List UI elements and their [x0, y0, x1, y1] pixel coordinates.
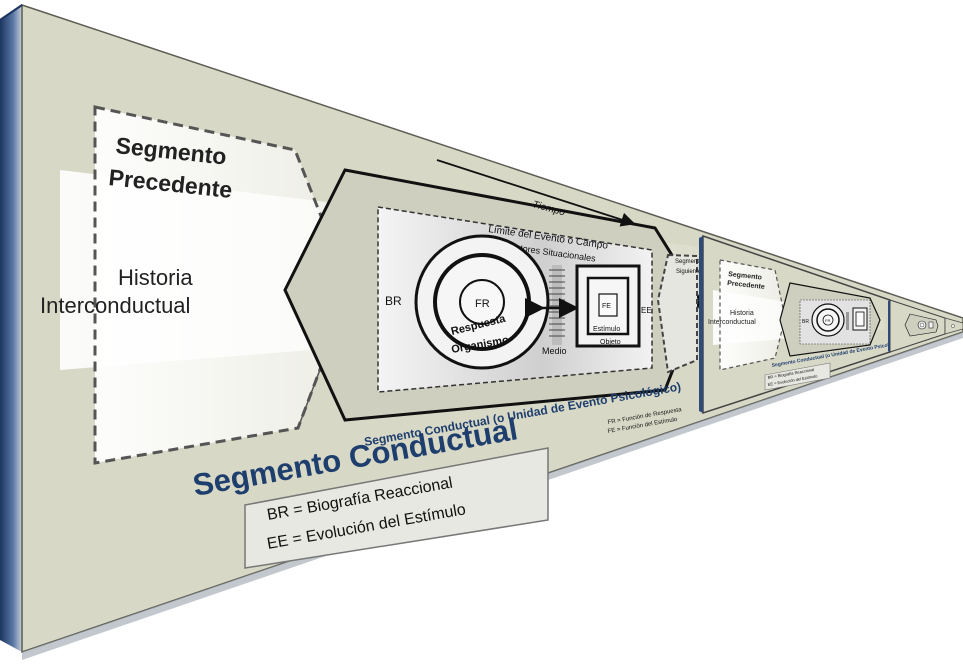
- tiempo-arrow: [436, 159, 636, 227]
- ee-label: EE: [641, 306, 652, 315]
- nested-2-medio: [846, 312, 849, 330]
- nested-2-historia-line2: Interconductual: [708, 319, 756, 326]
- historia-line1: Historia: [118, 265, 193, 290]
- nested-2-precedente-line1: Segmento: [728, 271, 762, 281]
- fe-label: FE: [602, 303, 611, 310]
- nested-panel-2-side: [699, 236, 703, 413]
- medio-column: [552, 265, 562, 345]
- nested-2-fr-label: FR: [825, 318, 830, 323]
- estimulo-label: Estímulo: [593, 326, 620, 333]
- fr-circle: [459, 279, 505, 325]
- nested-2-historia-line1: Historia: [730, 310, 754, 317]
- fe-square: [598, 293, 618, 317]
- fr-label: FR: [475, 298, 490, 310]
- historia-line2: Interconductual: [40, 293, 190, 318]
- nested-2-estimulo: [855, 311, 865, 327]
- nested-2-fr: [822, 314, 834, 326]
- segmento-siguiente-line1: Segmento: [675, 259, 703, 265]
- wedge-side-face: [0, 5, 22, 652]
- segmento-precedente-hexagon: [93, 105, 352, 465]
- nested-panel-3-side: [888, 300, 890, 352]
- segmento-siguiente-line2: Siguiente: [676, 269, 702, 275]
- nested-2-precedente-line2: Precedente: [727, 280, 765, 291]
- nested-4-organismo: [951, 324, 955, 328]
- nested-2-br-label: BR: [802, 319, 809, 325]
- nested-3-respuesta: [919, 322, 925, 328]
- legend-box: [244, 447, 549, 569]
- objeto-label: Objeto: [600, 339, 621, 346]
- nested-2-legend-box: [764, 362, 831, 391]
- br-label: BR: [385, 294, 402, 308]
- nested-3-objeto: [928, 321, 934, 329]
- wedge-top-edge: [0, 4, 23, 21]
- nested-2-precedente: [719, 259, 786, 371]
- segmento-siguiente-hexagon: [656, 253, 698, 374]
- medio-label: Medio: [542, 346, 567, 356]
